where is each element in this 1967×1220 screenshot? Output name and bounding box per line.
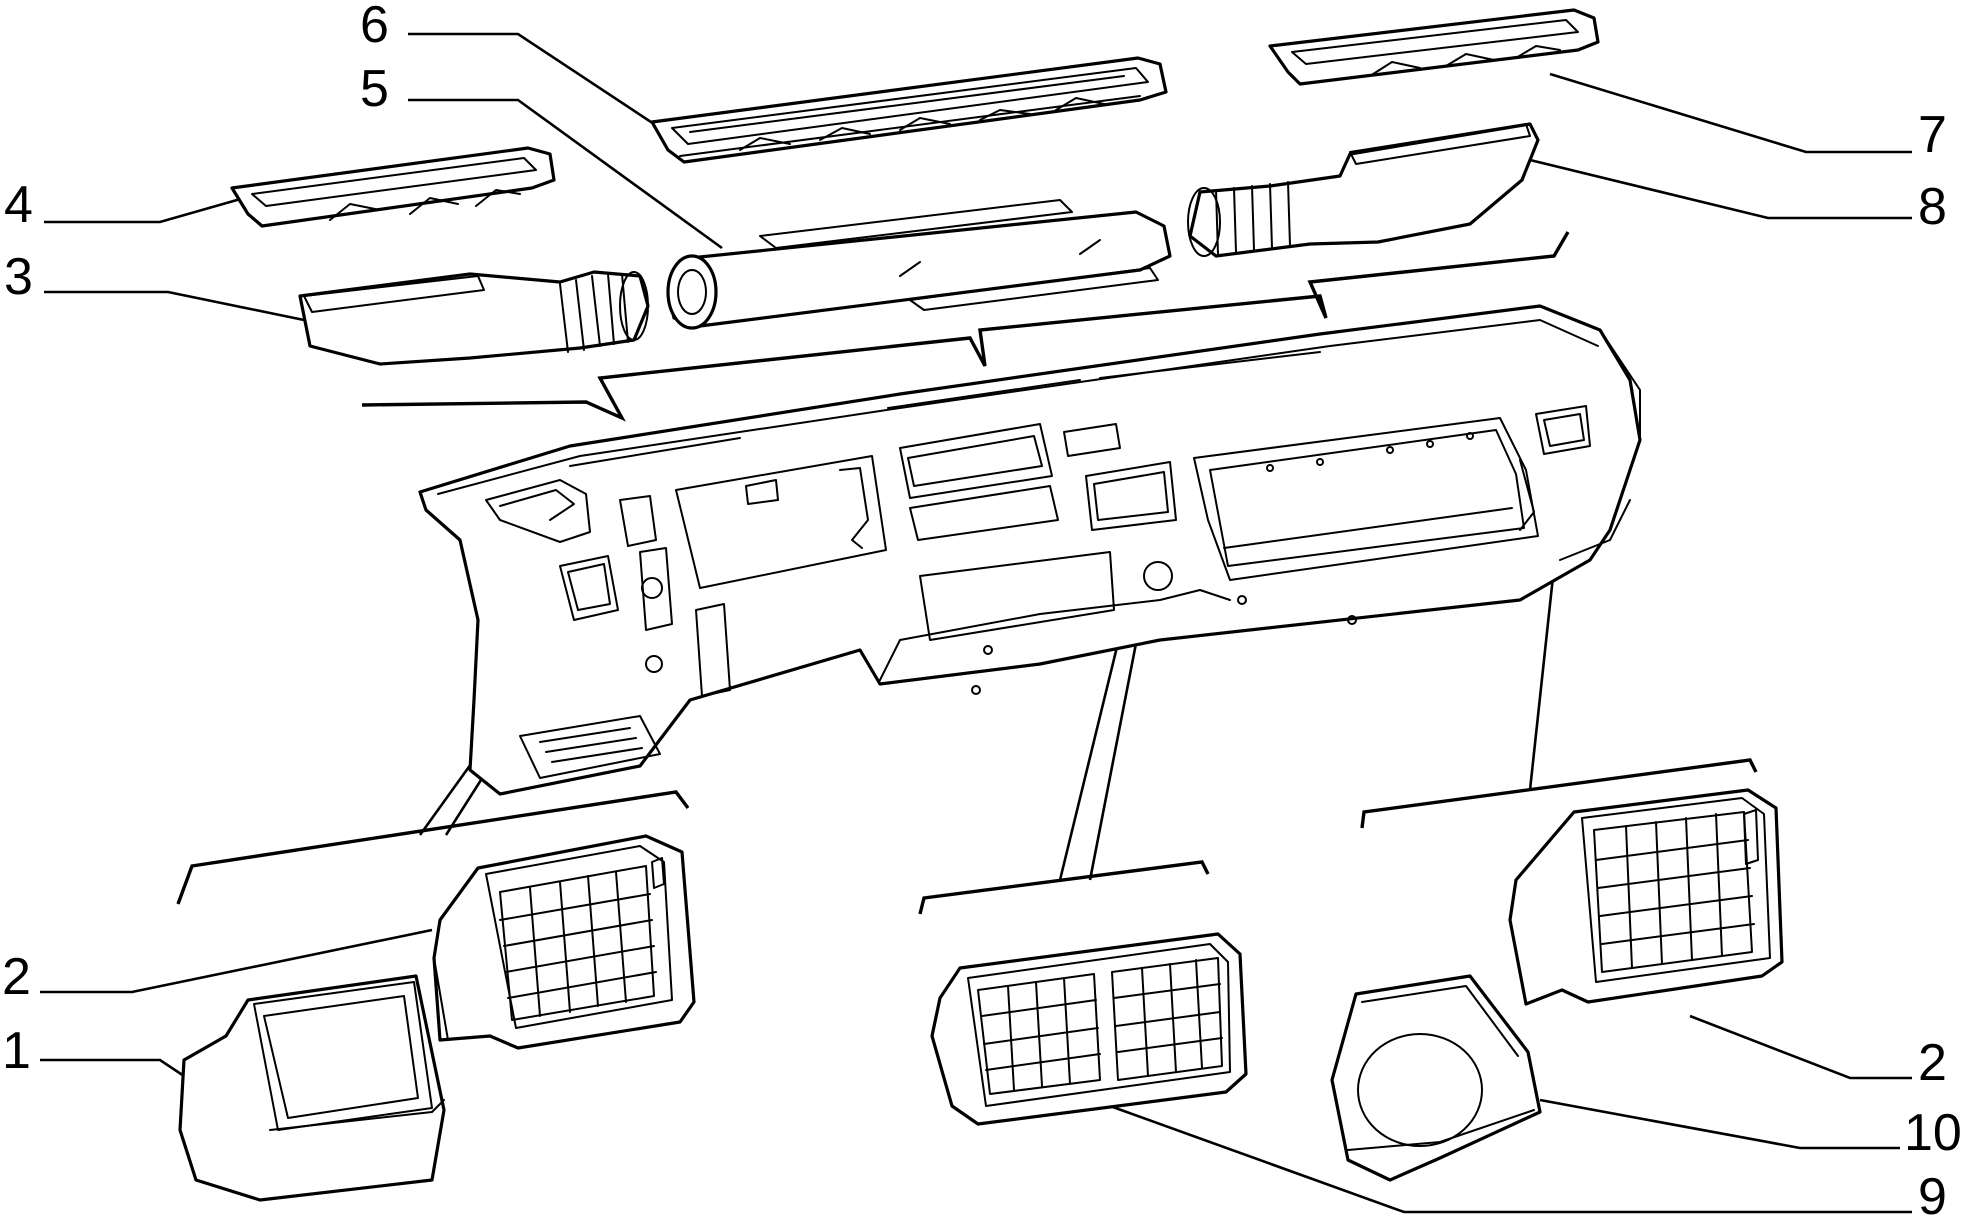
dashboard-main-panel — [418, 304, 1642, 796]
leader-7 — [1549, 72, 1912, 154]
callout-label-5: 5 — [360, 60, 389, 118]
grouping-brackets — [176, 231, 1758, 915]
callout-label-4: 4 — [4, 176, 33, 234]
callout-label-7: 7 — [1918, 106, 1947, 164]
callout-label-2-right: 2 — [1918, 1034, 1947, 1092]
callout-label-10: 10 — [1904, 1104, 1962, 1162]
part-1-left-duct-connector — [178, 974, 446, 1202]
leader-1 — [40, 1058, 191, 1082]
bracket-top — [361, 231, 1570, 422]
bracket-left — [176, 790, 690, 905]
leader-9 — [1109, 1104, 1912, 1214]
callout-label-6: 6 — [360, 0, 389, 54]
part-3-left-air-duct — [298, 270, 650, 366]
part-8-right-air-duct — [1187, 122, 1540, 258]
leader-3 — [44, 290, 305, 322]
callout-label-3: 3 — [4, 248, 33, 306]
part-4-short-vent-grille — [230, 146, 556, 228]
leader-10 — [1539, 1098, 1900, 1150]
leader-8 — [1529, 158, 1912, 220]
part-2-left-air-vent — [432, 834, 696, 1050]
callout-label-8: 8 — [1918, 178, 1947, 236]
callout-label-1: 1 — [2, 1022, 31, 1080]
leader-4 — [44, 196, 245, 224]
part-6-long-vent-grille — [650, 56, 1168, 164]
part-5-center-air-duct — [666, 199, 1172, 330]
part-10-right-duct-connector — [1330, 974, 1542, 1182]
bracket-right — [1360, 758, 1758, 829]
bracket-center — [918, 860, 1210, 915]
leader-5 — [408, 98, 723, 250]
leader-2-right — [1689, 1014, 1912, 1080]
part-9-center-double-air-vent — [930, 932, 1248, 1126]
part-2-right-air-vent — [1508, 788, 1784, 1006]
part-7-short-vent-grille — [1268, 8, 1600, 86]
leader-2-left — [40, 928, 433, 994]
leader-6 — [408, 32, 661, 130]
callout-label-9: 9 — [1918, 1168, 1947, 1220]
callout-label-2-left: 2 — [2, 948, 31, 1006]
